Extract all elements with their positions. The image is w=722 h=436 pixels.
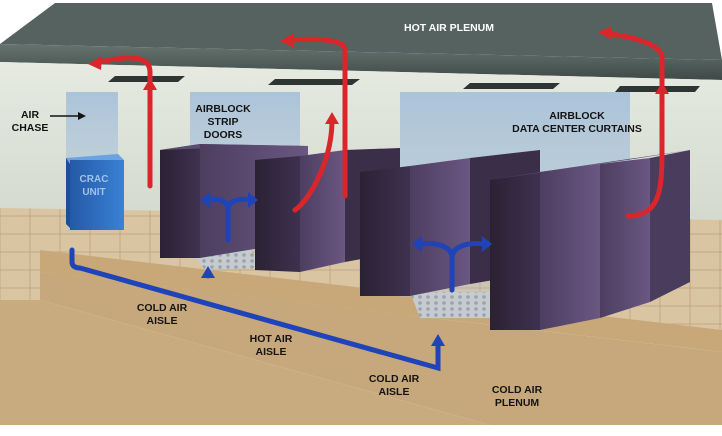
cold-plenum-label-line1: COLD AIR: [492, 384, 543, 396]
rack: [490, 172, 540, 330]
curtains-label-line1: AIRBLOCK: [549, 110, 605, 122]
hot-aisle-label-line2: AISLE: [256, 346, 287, 358]
rack: [600, 158, 650, 318]
cold-aisle-left-label-line1: COLD AIR: [137, 302, 188, 314]
rack: [410, 158, 470, 296]
cold-aisle-right-label-line1: COLD AIR: [369, 373, 420, 385]
crac-front: [66, 158, 70, 228]
hot-aisle-label-line1: HOT AIR: [250, 333, 293, 345]
cold-aisle-left-label-line2: AISLE: [147, 315, 178, 327]
grille: [108, 76, 185, 82]
rack: [540, 164, 600, 330]
air-chase-label-line1: AIR: [21, 109, 40, 121]
crac-unit-label-line2: UNIT: [82, 187, 105, 198]
crac-unit-label-line1: CRAC: [80, 174, 109, 185]
cold-plenum-label-line2: PLENUM: [495, 397, 540, 409]
cold-aisle-right-label-line2: AISLE: [379, 386, 410, 398]
strip-doors-label-line1: AIRBLOCK: [195, 103, 251, 115]
strip-doors-label-line2: STRIP: [208, 116, 239, 128]
grille: [463, 83, 560, 89]
curtains-label-line2: DATA CENTER CURTAINS: [512, 123, 642, 135]
rack: [360, 166, 410, 296]
strip-doors-label-line3: DOORS: [204, 129, 243, 141]
rack: [255, 156, 300, 272]
air-chase-label-line2: CHASE: [12, 122, 49, 134]
rack: [160, 144, 200, 258]
hot-air-plenum-label: HOT AIR PLENUM: [404, 22, 494, 34]
rack: [650, 150, 690, 302]
